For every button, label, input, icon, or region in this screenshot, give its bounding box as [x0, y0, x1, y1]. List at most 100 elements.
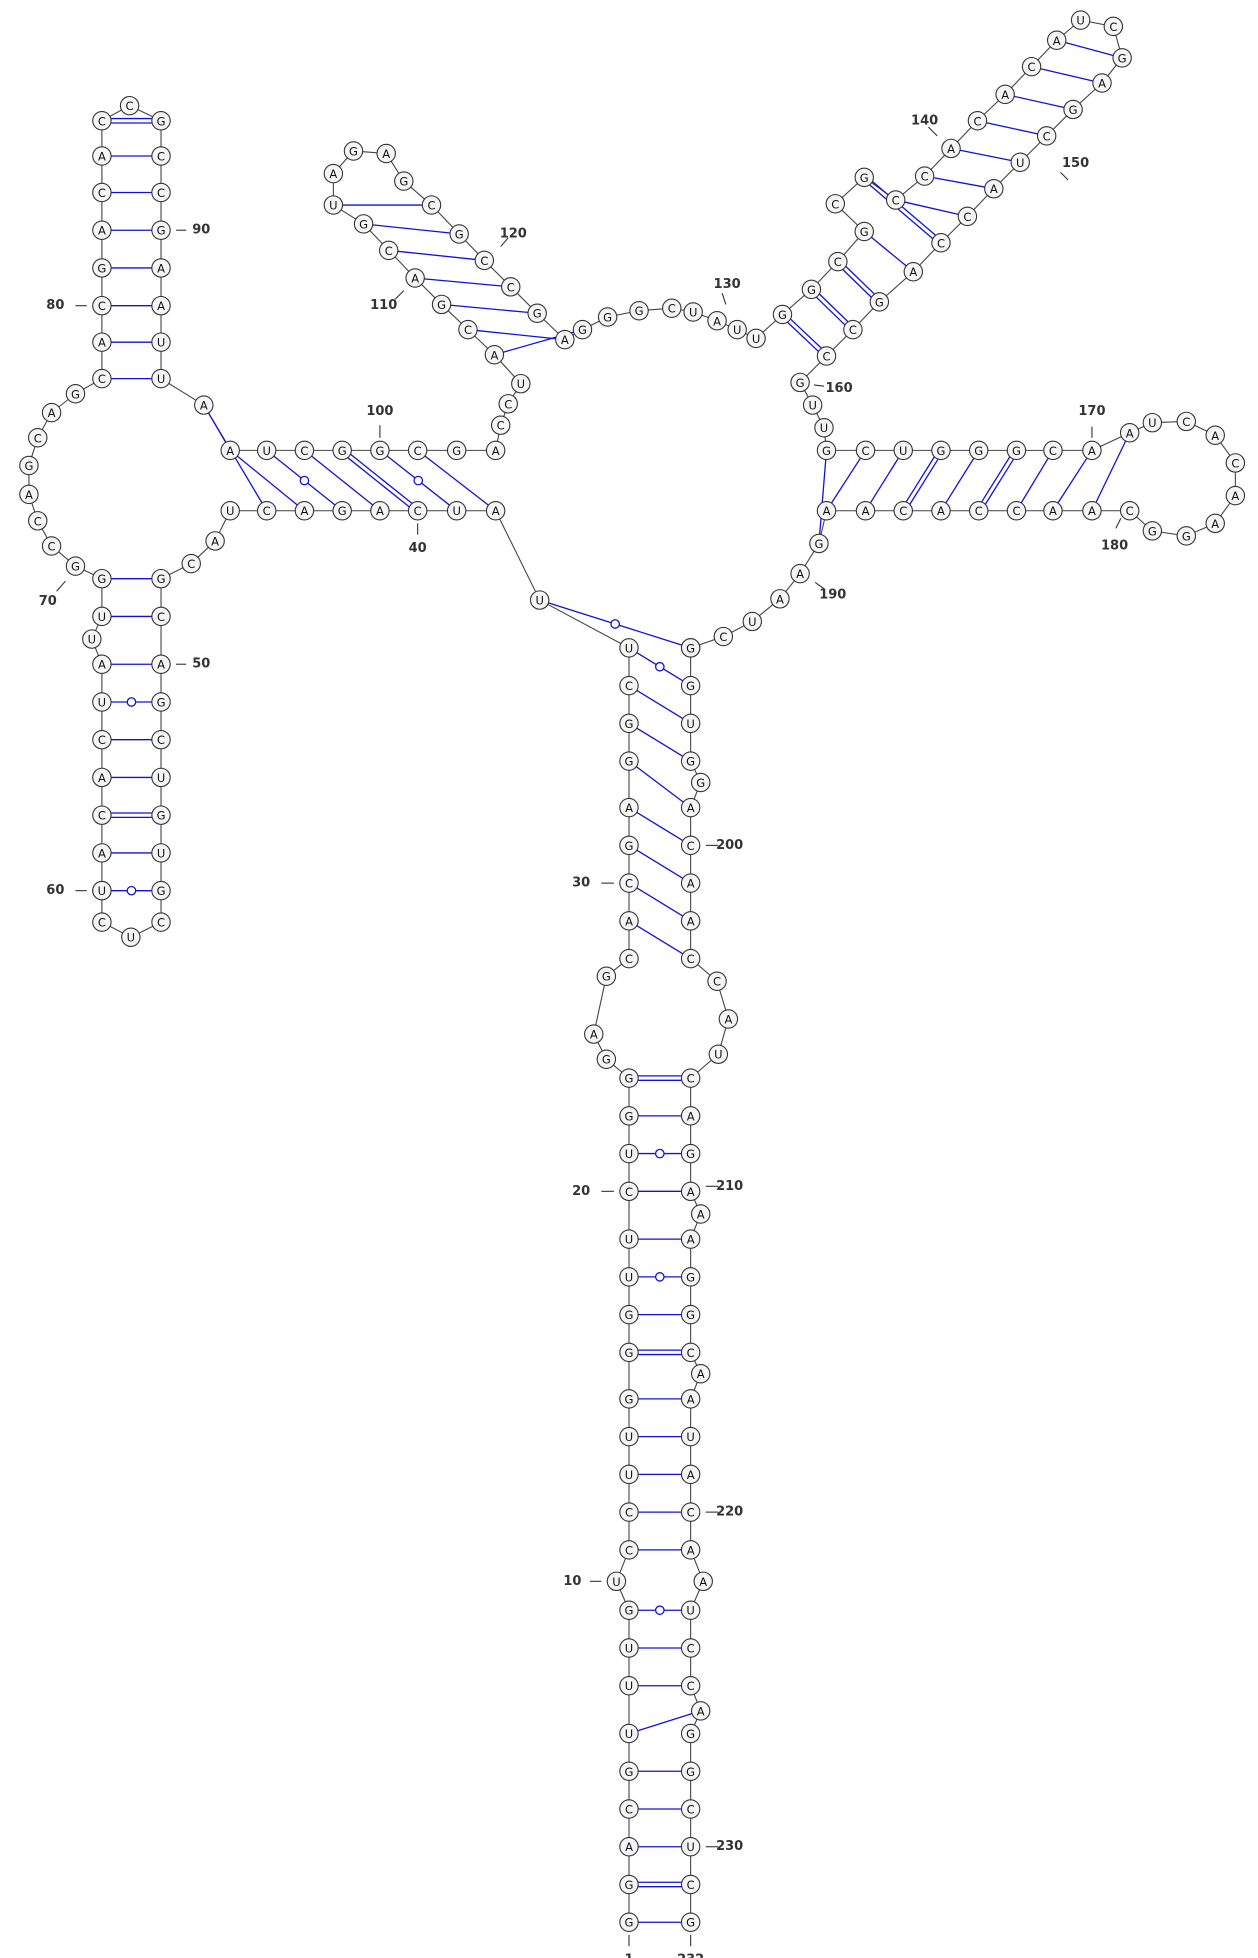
svg-text:G: G	[937, 444, 946, 458]
nucleotide-36: U	[529, 590, 550, 610]
nucleotide-213: G	[680, 1267, 701, 1287]
position-label: 70	[39, 594, 57, 609]
nucleotide-130: U	[727, 319, 747, 340]
nucleotide-58: C	[92, 912, 112, 932]
nucleotide-71: C	[41, 536, 62, 556]
svg-text:A: A	[157, 261, 165, 275]
nucleotide-111: C	[378, 240, 399, 261]
svg-text:A: A	[300, 504, 308, 518]
nucleotide-140: A	[941, 138, 961, 159]
nucleotide-66: A	[92, 654, 112, 674]
nucleotide-123: A	[555, 329, 575, 350]
nucleotide-81: G	[92, 258, 112, 278]
au-pair	[1095, 440, 1127, 503]
au-pair	[1013, 95, 1065, 109]
svg-text:G: G	[814, 537, 823, 551]
svg-text:A: A	[376, 504, 384, 518]
nucleotide-168: C	[1043, 440, 1063, 461]
svg-text:C: C	[464, 323, 472, 337]
nucleotide-159: G	[790, 372, 810, 393]
svg-text:A: A	[625, 1840, 633, 1854]
svg-text:U: U	[686, 717, 694, 731]
svg-text:A: A	[687, 1233, 695, 1247]
svg-text:C: C	[975, 504, 983, 518]
svg-text:A: A	[226, 444, 234, 458]
svg-text:A: A	[687, 1543, 695, 1557]
gc-pair	[111, 117, 152, 124]
svg-text:G: G	[625, 1916, 634, 1930]
svg-text:C: C	[34, 514, 42, 528]
nucleotide-224: C	[680, 1638, 701, 1658]
svg-text:A: A	[492, 444, 500, 458]
nucleotide-204: C	[707, 971, 727, 991]
svg-text:G: G	[696, 776, 705, 790]
position-label: 210	[716, 1179, 743, 1194]
svg-text:C: C	[48, 539, 56, 553]
svg-text:C: C	[687, 1878, 695, 1892]
svg-text:G: G	[686, 679, 695, 693]
svg-text:U: U	[625, 1679, 633, 1693]
wobble-pair	[638, 1148, 682, 1159]
nucleotide-5: G	[619, 1761, 639, 1781]
svg-text:G: G	[349, 144, 358, 158]
nucleotide-115: G	[343, 141, 364, 161]
svg-text:C: C	[480, 254, 488, 268]
svg-text:C: C	[849, 323, 857, 337]
au-pair	[450, 304, 529, 314]
nucleotide-131: U	[746, 328, 766, 349]
nucleotide-35: U	[619, 638, 639, 658]
svg-text:A: A	[157, 299, 165, 313]
svg-text:G: G	[822, 444, 831, 458]
svg-text:U: U	[808, 399, 816, 413]
svg-text:G: G	[686, 1765, 695, 1779]
svg-text:C: C	[1049, 444, 1057, 458]
backbone-link	[593, 976, 607, 1035]
svg-text:G: G	[686, 641, 695, 655]
nucleotide-15: G	[619, 1389, 639, 1409]
position-label: 130	[714, 277, 741, 292]
position-label: 80	[46, 298, 64, 313]
nucleotide-103: A	[485, 440, 506, 461]
nucleotide-79: A	[92, 332, 112, 352]
svg-text:A: A	[713, 314, 721, 328]
nucleotide-142: A	[995, 84, 1015, 105]
nucleotide-179: C	[1119, 501, 1140, 521]
nucleotide-201: A	[680, 873, 701, 893]
nucleotide-91: A	[151, 258, 171, 278]
svg-text:G: G	[860, 225, 869, 239]
svg-text:A: A	[492, 504, 500, 518]
nucleotide-24: G	[596, 1049, 617, 1069]
nucleotide-41: G	[332, 501, 352, 521]
nucleotide-136: C	[825, 194, 846, 214]
svg-text:G: G	[796, 376, 805, 390]
svg-text:A: A	[98, 336, 106, 350]
nucleotide-143: C	[1021, 56, 1042, 77]
nucleotide-194: G	[680, 638, 701, 658]
nucleotide-34: C	[619, 675, 639, 696]
nucleotide-68: U	[92, 606, 112, 627]
position-label: 170	[1078, 404, 1105, 419]
svg-text:C: C	[1109, 20, 1117, 34]
nucleotide-120: C	[474, 250, 495, 271]
gc-pair	[816, 293, 849, 326]
nucleotide-84: A	[92, 146, 112, 166]
svg-text:G: G	[578, 323, 587, 337]
nucleotide-232: G	[680, 1912, 701, 1932]
svg-text:A: A	[687, 1185, 695, 1199]
svg-text:A: A	[687, 1468, 695, 1482]
nucleotide-29: C	[619, 873, 639, 893]
nucleotide-118: C	[421, 195, 442, 215]
svg-text:U: U	[733, 323, 741, 337]
gc-pair	[842, 266, 875, 298]
svg-text:U: U	[899, 444, 907, 458]
gc-pair	[638, 1881, 682, 1888]
nucleotide-8: U	[619, 1638, 639, 1658]
nucleotide-185: C	[893, 501, 913, 521]
nucleotide-27: C	[619, 948, 639, 969]
nucleotide-53: G	[151, 805, 171, 825]
nucleotide-211: A	[690, 1204, 711, 1224]
nucleotide-137: G	[854, 167, 874, 188]
svg-text:C: C	[625, 877, 633, 891]
svg-text:G: G	[625, 1392, 634, 1406]
